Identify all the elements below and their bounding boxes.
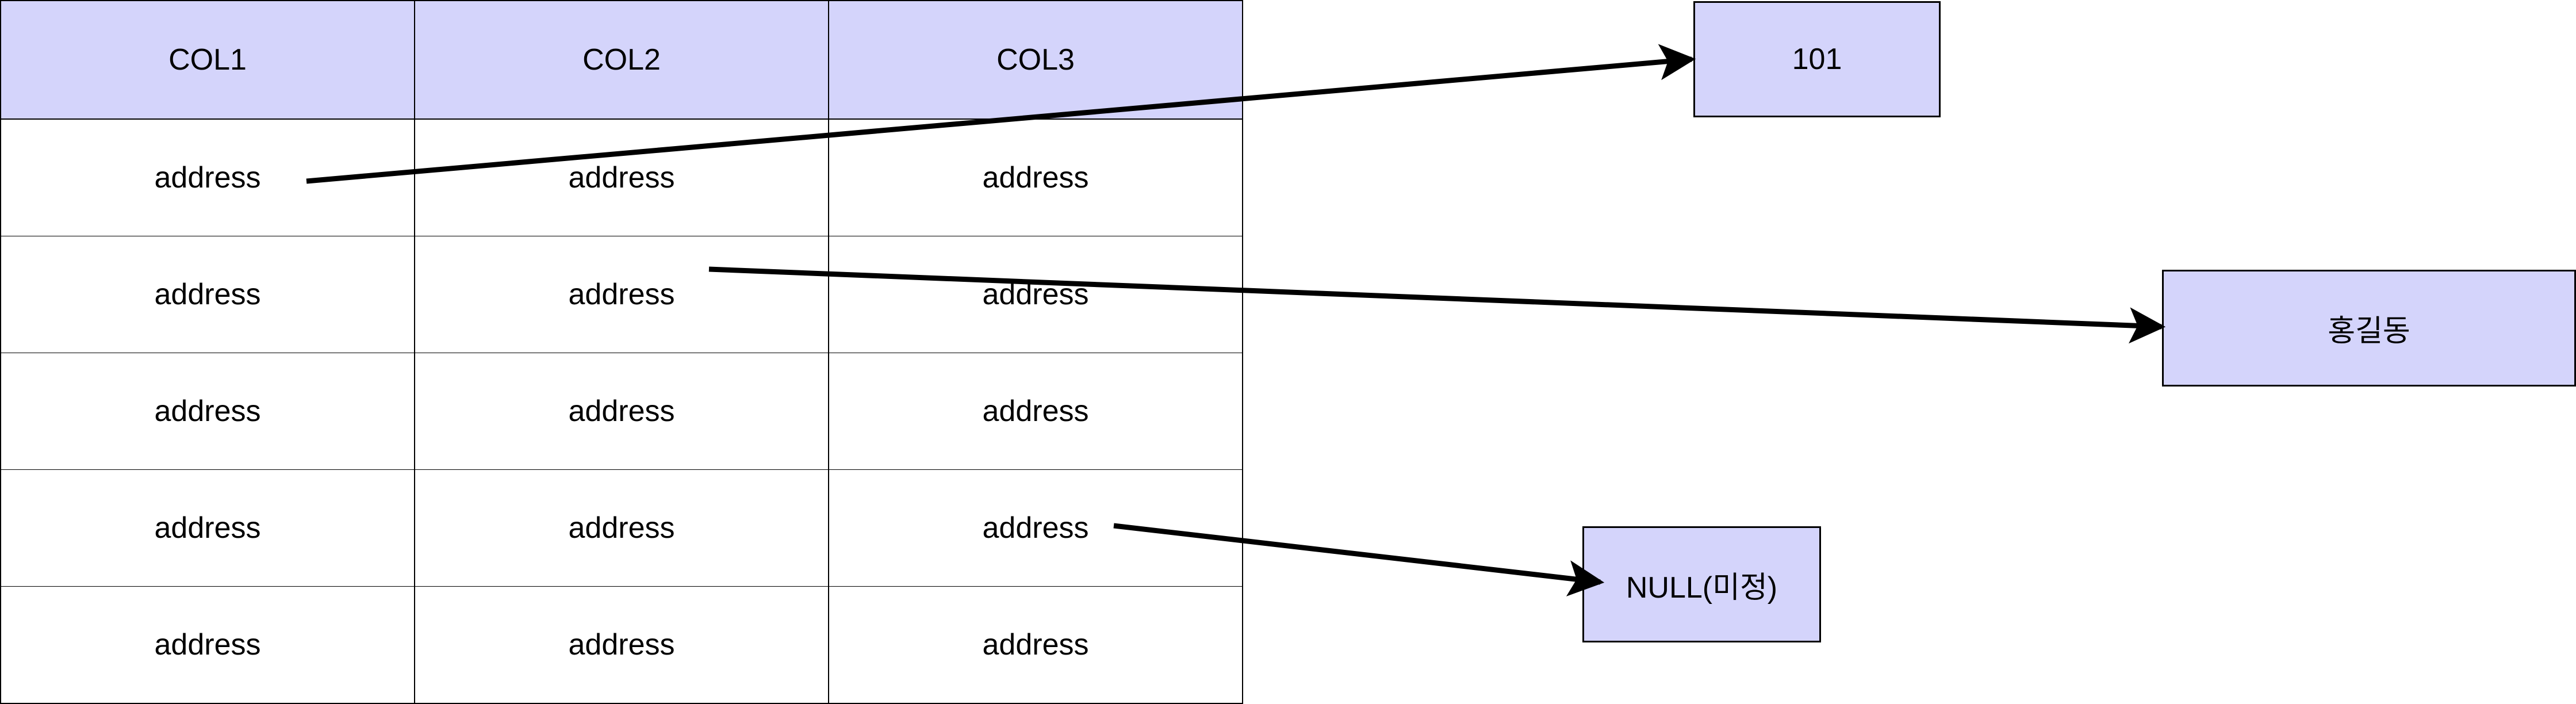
column-header-col3: COL3	[828, 0, 1243, 120]
callout-box-null: NULL(미정)	[1582, 526, 1821, 642]
table-row: address address address	[0, 353, 1243, 470]
cell-r1c2: address	[414, 118, 829, 236]
table-row: address address address	[0, 586, 1243, 704]
column-header-col2: COL2	[414, 0, 829, 120]
cell-r2c1: address	[0, 236, 415, 353]
table-header-row: COL1 COL2 COL3	[0, 0, 1243, 120]
callout-box-101: 101	[1693, 1, 1941, 117]
cell-r4c3: address	[828, 469, 1243, 587]
callout-label-null: NULL(미정)	[1626, 571, 1778, 604]
cell-r4c1: address	[0, 469, 415, 587]
cell-r5c2: address	[414, 586, 829, 704]
cell-r1c3: address	[828, 118, 1243, 236]
table-row: address address address	[0, 469, 1243, 587]
cell-r3c1: address	[0, 353, 415, 470]
cell-r3c2: address	[414, 353, 829, 470]
callout-label-hongildong: 홍길동	[2328, 315, 2410, 348]
cell-r1c1: address	[0, 118, 415, 236]
address-table: COL1 COL2 COL3 address address address a…	[0, 0, 1243, 704]
cell-r5c3: address	[828, 586, 1243, 704]
cell-r2c2: address	[414, 236, 829, 353]
callout-box-hongildong: 홍길동	[2162, 270, 2576, 387]
callout-label-101: 101	[1792, 43, 1842, 76]
cell-r5c1: address	[0, 586, 415, 704]
column-header-col1: COL1	[0, 0, 415, 120]
cell-r3c3: address	[828, 353, 1243, 470]
table-row: address address address	[0, 236, 1243, 353]
cell-r2c3: address	[828, 236, 1243, 353]
cell-r4c2: address	[414, 469, 829, 587]
table-row: address address address	[0, 118, 1243, 236]
